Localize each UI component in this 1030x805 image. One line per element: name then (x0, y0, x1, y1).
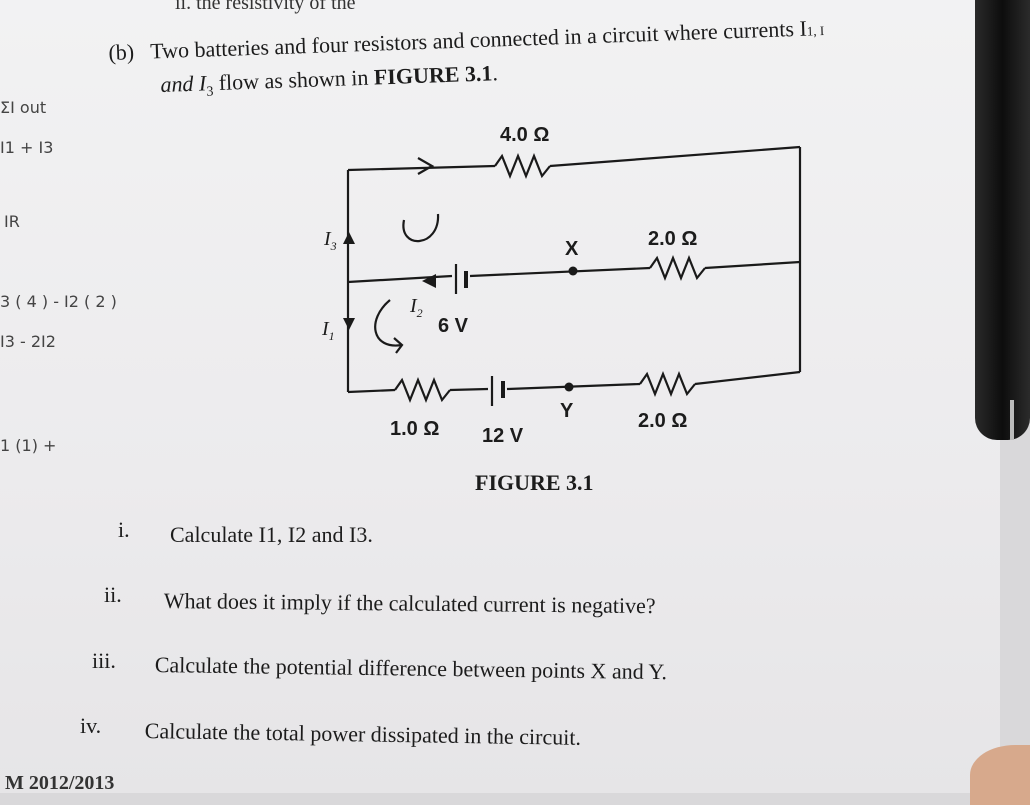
question-iii-num: iii. (92, 648, 116, 673)
handwriting-1: ΣI out (0, 98, 47, 117)
loop-arrow-upper (402, 213, 440, 243)
pen-tip (1010, 400, 1014, 440)
label-i1-letter: I (322, 318, 329, 340)
label-i2-sub: 2 (416, 306, 423, 320)
label-point-y: Y (560, 400, 574, 422)
exam-page (0, 0, 1000, 793)
question-i-num: i. (118, 517, 130, 542)
wire-bottom-end (694, 370, 801, 386)
label-i1: I1 (322, 318, 335, 344)
wire-top-right (549, 145, 801, 168)
label-r-top: 4.0 Ω (500, 124, 550, 146)
label-point-x: X (565, 238, 579, 260)
resistor-mid (649, 255, 706, 281)
handwriting-5: I3 - 2I2 (0, 332, 56, 351)
handwriting-3: IR (4, 212, 20, 231)
arrow-mid-battery (422, 274, 436, 288)
label-i3-letter: I (324, 228, 331, 250)
arrow-i1 (343, 318, 355, 330)
wire-bottom-left (347, 388, 396, 394)
resistor-bottom-right (639, 371, 696, 397)
wire-bottom-right (506, 382, 641, 391)
question-i-text: Calculate I1, I2 and I3. (170, 522, 373, 547)
wire-mid-end (704, 260, 801, 270)
pen (975, 0, 1030, 440)
question-ii-text: What does it imply if the calculated cur… (163, 588, 656, 619)
point-y-dot (564, 382, 574, 392)
label-i2: I2 (410, 295, 423, 321)
label-r-mid: 2.0 Ω (648, 228, 698, 250)
figure-caption: FIGURE 3.1 (475, 470, 594, 495)
wire-mid-right (469, 266, 651, 278)
label-i1-sub: 1 (328, 329, 335, 343)
label-i2-letter: I (410, 295, 417, 317)
label-battery-bottom: 12 V (482, 425, 524, 447)
question-iv-num: iv. (80, 713, 102, 738)
label-r-bottom-right: 2.0 Ω (638, 410, 688, 432)
resistor-bottom-left (394, 377, 451, 403)
label-i3: I3 (324, 228, 337, 254)
footer-text: M 2012/2013 (5, 772, 115, 794)
wire-top-left (347, 164, 496, 172)
arrow-lower-head (393, 337, 404, 354)
header-fragment: ii. the resistivity of the (175, 0, 356, 14)
wire-mid-left (347, 274, 453, 284)
handwriting-2: I1 + I3 (0, 138, 54, 157)
label-battery-mid: 6 V (438, 315, 469, 337)
label-i3-sub: 3 (330, 239, 337, 253)
wire-bottom-mid (449, 387, 489, 392)
resistor-top (494, 153, 551, 179)
loop-arrow-lower (374, 299, 403, 347)
arrow-top (417, 157, 435, 175)
handwriting-6: 1 (1) + (0, 436, 57, 455)
point-x-dot (568, 266, 578, 276)
question-ii-num: ii. (104, 582, 122, 607)
label-r-bottom-left: 1.0 Ω (390, 418, 440, 440)
arrow-i3 (343, 232, 355, 244)
handwriting-4: 3 ( 4 ) - I2 ( 2 ) (0, 292, 117, 311)
